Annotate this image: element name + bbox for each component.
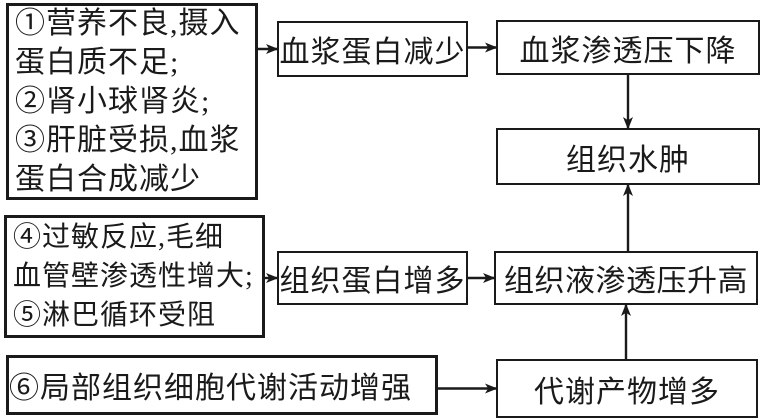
flow-node-local-metabolism-enhanced: ⑥局部组织细胞代谢活动增强: [6, 355, 438, 415]
flow-node-causes-1-2-3: ①营养不良,摄入 蛋白质不足; ②肾小球肾炎; ③肝脏受损,血浆 蛋白合成减少: [6, 3, 258, 200]
flow-node-metabolic-products-increase: 代谢产物增多: [496, 359, 758, 418]
flow-node-tissue-fluid-osmotic-pressure-rise: 组织液渗透压升高: [494, 251, 758, 305]
flow-node-tissue-protein-increase: 组织蛋白增多: [277, 251, 468, 305]
flow-node-tissue-edema: 组织水肿: [496, 128, 760, 185]
flow-node-plasma-protein-decrease: 血浆蛋白减少: [277, 21, 468, 77]
flow-node-plasma-osmotic-pressure-drop: 血浆渗透压下降: [496, 20, 760, 75]
flow-node-causes-4-5: ④过敏反应,毛细 血管壁渗透性增大; ⑤淋巴循环受阻: [4, 215, 265, 338]
